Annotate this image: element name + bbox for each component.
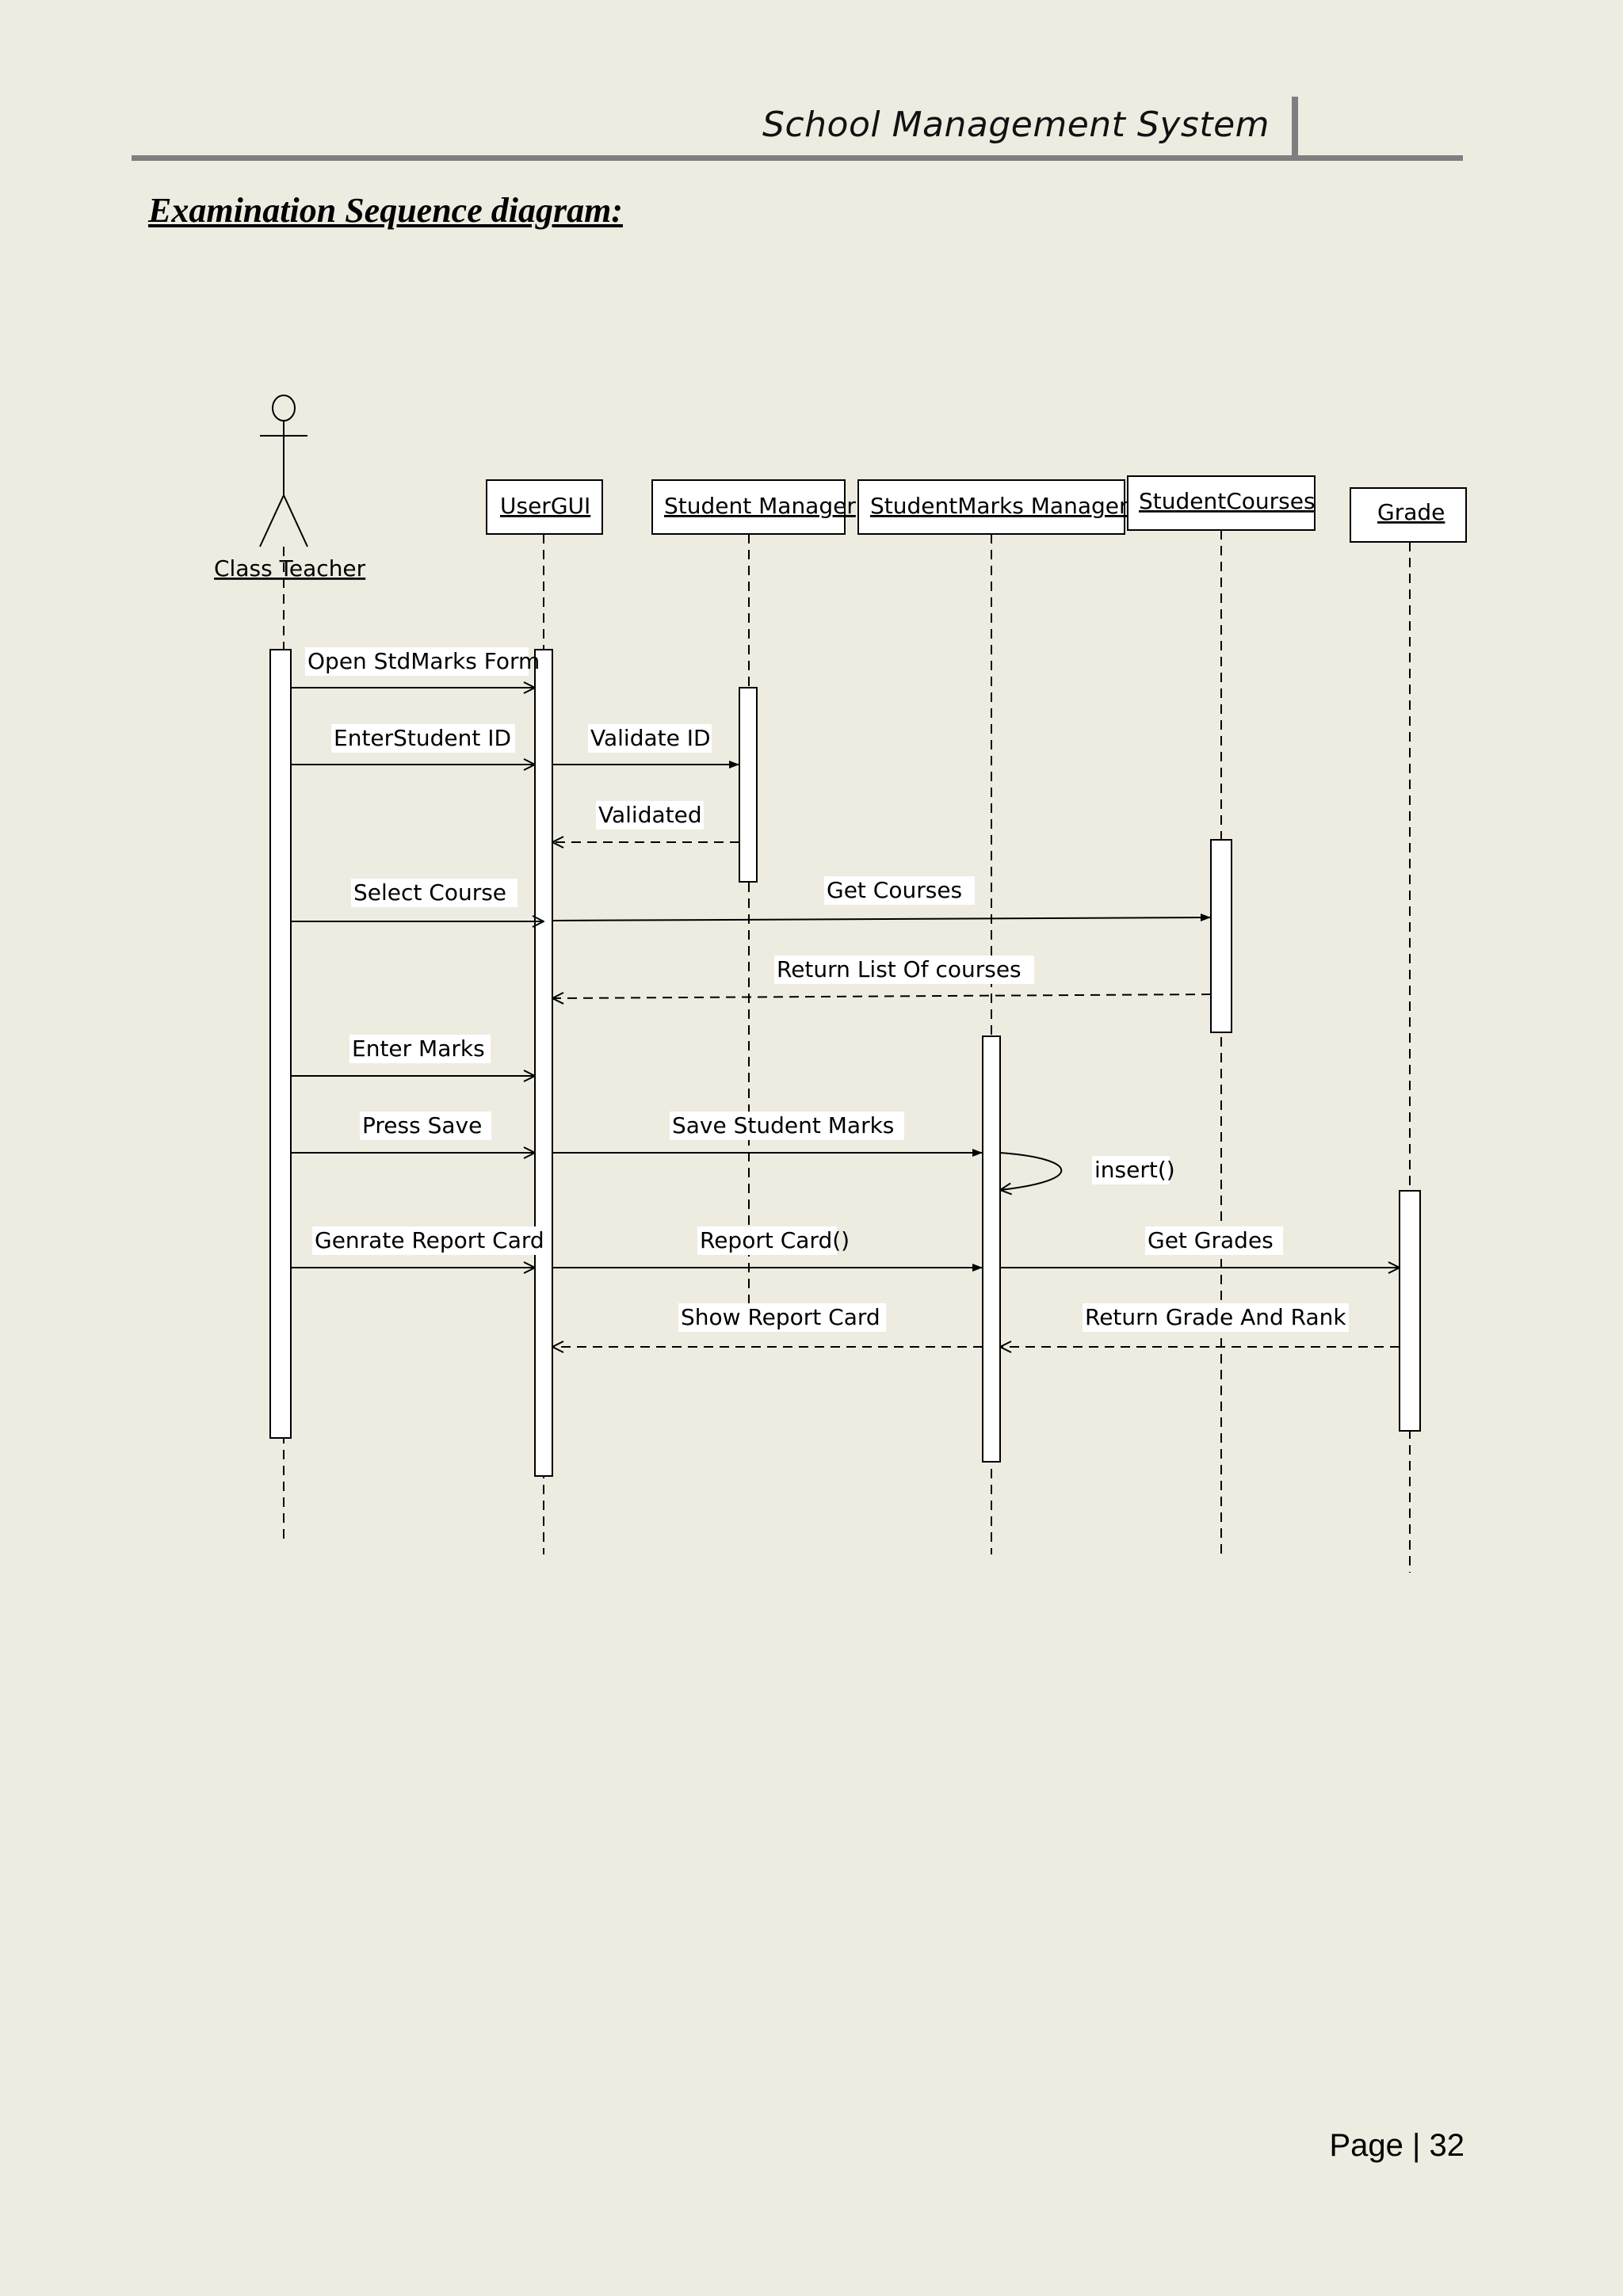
object-student-manager: Student Manager <box>651 479 856 535</box>
label-enter-student-id: EnterStudent ID <box>334 725 511 751</box>
object-student-courses: StudentCourses <box>1127 475 1316 531</box>
label-return-grade-and-rank: Return Grade And Rank <box>1085 1304 1346 1330</box>
object-label-marks-manager: StudentMarks Manager <box>870 493 1128 519</box>
label-return-list-of-courses: Return List Of courses <box>777 956 1022 982</box>
page-number: Page | 32 <box>1329 2128 1465 2163</box>
label-show-report-card: Show Report Card <box>681 1304 880 1330</box>
label-select-course: Select Course <box>353 879 506 906</box>
label-get-grades: Get Grades <box>1148 1227 1274 1253</box>
activation-bars <box>269 649 1421 1477</box>
actor-class-teacher <box>259 395 308 547</box>
activation-usergui <box>534 649 553 1477</box>
header-title: School Management System <box>762 105 1270 145</box>
object-grade: Grade <box>1350 487 1467 543</box>
actor-label: Class Teacher <box>214 555 366 582</box>
message-return-list-of-courses <box>552 994 1212 998</box>
activation-student-courses <box>1210 839 1232 1033</box>
label-insert: insert() <box>1094 1157 1175 1183</box>
activation-class-teacher <box>269 649 292 1439</box>
object-label-grade: Grade <box>1377 499 1445 525</box>
label-press-save: Press Save <box>362 1112 482 1138</box>
object-label-student-courses: StudentCourses <box>1139 488 1316 514</box>
messages <box>291 688 1400 1347</box>
label-genrate-report-card: Genrate Report Card <box>315 1227 544 1253</box>
label-save-student-marks: Save Student Marks <box>672 1112 894 1138</box>
header-rule <box>132 155 1463 161</box>
object-label-student-manager: Student Manager <box>664 493 856 519</box>
actor-left-leg <box>259 494 285 547</box>
activation-grade <box>1399 1190 1421 1432</box>
object-box <box>651 479 846 535</box>
message-labels: Open StdMarks Form EnterStudent ID Valid… <box>305 647 1349 1332</box>
header-divider-tick <box>1292 97 1298 157</box>
object-box <box>1350 487 1467 543</box>
object-marks-manager: StudentMarks Manager <box>857 479 1128 535</box>
activation-marks-manager <box>982 1035 1001 1463</box>
label-validate-id: Validate ID <box>590 725 711 751</box>
label-validated: Validated <box>598 802 702 828</box>
message-get-courses <box>552 913 1212 922</box>
actor-head-icon <box>272 395 296 421</box>
label-enter-marks: Enter Marks <box>352 1035 485 1062</box>
object-box <box>486 479 603 535</box>
actor-right-leg <box>283 494 308 547</box>
message-insert-self-call <box>1000 1152 1063 1190</box>
activation-student-manager <box>739 687 758 883</box>
label-open-stdmarks-form: Open StdMarks Form <box>307 648 540 674</box>
section-title: Examination Sequence diagram: <box>148 191 623 230</box>
label-get-courses: Get Courses <box>827 877 962 903</box>
label-report-card: Report Card() <box>700 1227 850 1253</box>
object-box <box>1127 475 1316 531</box>
object-usergui: UserGUI <box>486 479 603 535</box>
object-label-usergui: UserGUI <box>500 493 590 519</box>
